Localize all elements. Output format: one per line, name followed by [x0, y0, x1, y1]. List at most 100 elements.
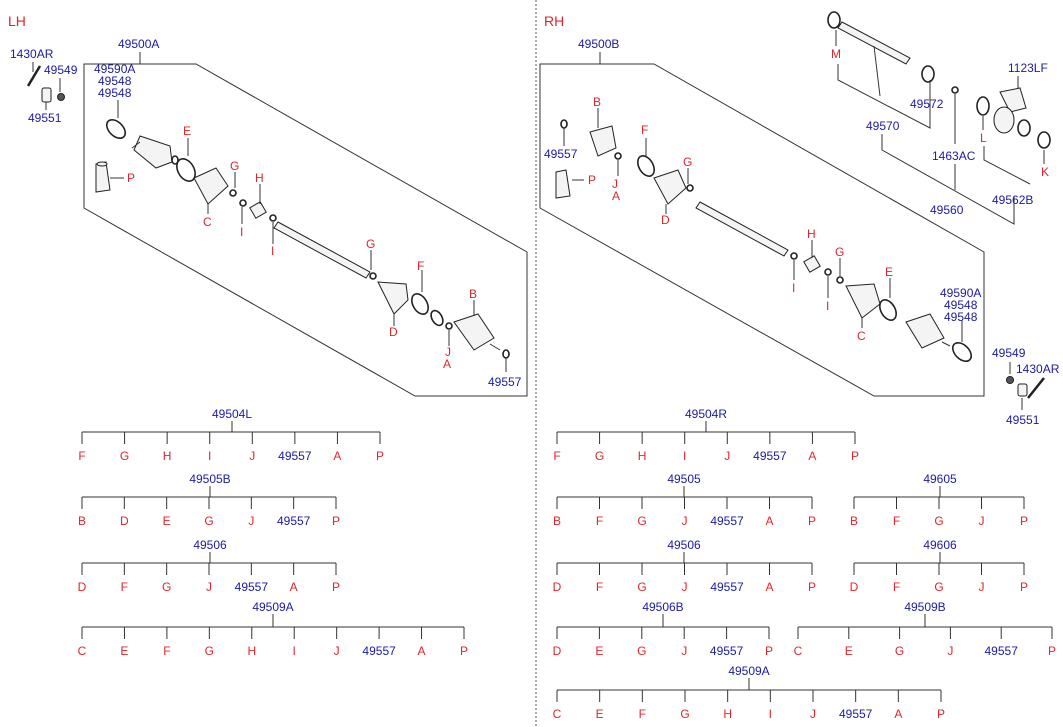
lh-part-j: J — [445, 345, 451, 359]
rh-part-a: A — [612, 189, 620, 203]
kit-item: F — [553, 449, 560, 463]
kit-item: 49557 — [278, 449, 312, 463]
kit-item: A — [765, 580, 773, 594]
kit-item: J — [979, 514, 985, 528]
kit-item: I — [208, 449, 211, 463]
kit-item: G — [895, 644, 904, 658]
kit-item: 49557 — [362, 644, 396, 658]
lh-loose-49551: 49551 — [28, 111, 62, 125]
rh-part-g: G — [683, 155, 692, 169]
rh-part-e: E — [885, 265, 893, 279]
lh-part-i-1: I — [240, 225, 243, 239]
kit-item: E — [595, 644, 603, 658]
kit-item: B — [78, 514, 86, 528]
lh-part-i-2: I — [271, 244, 274, 258]
kit-item: J — [682, 514, 688, 528]
lh-part-49557: 49557 — [488, 375, 522, 389]
kit-item: P — [460, 644, 468, 658]
kit-item: J — [724, 449, 730, 463]
lh-part-p: P — [127, 171, 135, 185]
kit-item: F — [596, 514, 603, 528]
kit-item: G — [637, 644, 646, 658]
lh-part-e: E — [183, 124, 191, 138]
kit-number: 49506B — [642, 600, 683, 614]
kit-item: J — [979, 580, 985, 594]
kit-item: P — [808, 514, 816, 528]
kit-item: P — [376, 449, 384, 463]
lh-part-g-2: G — [366, 237, 375, 251]
rh-part-i-2: I — [826, 299, 829, 313]
rh-part-m: M — [831, 47, 841, 61]
lh-label-49548-a: 49548 — [98, 74, 132, 88]
lh-part-c: C — [203, 215, 212, 229]
lh-assembly: 49500A 1430AR 49549 49551 49590A 49548 4… — [10, 37, 528, 397]
kit-item: F — [121, 580, 128, 594]
rh-assembly-frame — [539, 63, 985, 397]
kit-item: H — [163, 449, 172, 463]
rh-part-f: F — [641, 123, 648, 137]
kit-item: G — [162, 580, 171, 594]
rh-label-49548-b: 49548 — [944, 310, 978, 324]
kit-item: P — [332, 580, 340, 594]
kit-item: A — [333, 449, 341, 463]
rh-part-b: B — [593, 95, 601, 109]
kit-item: 49557 — [235, 580, 269, 594]
kit-item: J — [334, 644, 340, 658]
rh-part-c: C — [857, 329, 866, 343]
kit-item: 49557 — [710, 514, 744, 528]
kit-item: C — [794, 644, 803, 658]
kit-item: P — [1020, 514, 1028, 528]
kit-item: A — [808, 449, 816, 463]
kit-item: J — [947, 644, 953, 658]
kit-item: P — [765, 644, 773, 658]
rh-label-49590a: 49590A — [940, 286, 981, 300]
rh-label-49548-a: 49548 — [944, 298, 978, 312]
kit-item: A — [290, 580, 298, 594]
kit-item: J — [206, 580, 212, 594]
kit-item: 49557 — [985, 644, 1019, 658]
lh-part-d: D — [389, 325, 398, 339]
rh-label-49572: 49572 — [910, 97, 944, 111]
rh-part-j: J — [612, 177, 618, 191]
kit-number: 49505B — [189, 472, 230, 486]
rh-part-l: L — [980, 131, 987, 145]
lh-label-49590a: 49590A — [94, 62, 135, 76]
kit-item: P — [937, 707, 945, 721]
kit-item: H — [723, 707, 732, 721]
rh-loose-49549: 49549 — [992, 346, 1026, 360]
kit-item: E — [120, 644, 128, 658]
lh-label-49548-b: 49548 — [98, 86, 132, 100]
kit-item: G — [205, 644, 214, 658]
kit-item: G — [680, 707, 689, 721]
kit-item: J — [810, 707, 816, 721]
rh-label-49570: 49570 — [866, 119, 900, 133]
lh-loose-49549: 49549 — [44, 63, 78, 77]
lh-assembly-frame — [83, 63, 528, 397]
section-title-rh: RH — [544, 13, 564, 29]
kit-item: H — [638, 449, 647, 463]
kit-item: D — [78, 580, 87, 594]
rh-part-d: D — [661, 213, 670, 227]
kit-number: 49506 — [667, 538, 701, 552]
kit-item: J — [248, 514, 254, 528]
kit-item: G — [637, 580, 646, 594]
kit-item: 49557 — [839, 707, 873, 721]
kit-item: J — [682, 580, 688, 594]
kit-item: P — [1020, 580, 1028, 594]
kit-item: F — [163, 644, 170, 658]
kit-item: F — [639, 707, 646, 721]
kit-number: 49509A — [252, 600, 293, 614]
rh-label-49557: 49557 — [544, 147, 578, 161]
kit-item: P — [1048, 644, 1056, 658]
kit-item: G — [595, 449, 604, 463]
lh-part-f: F — [417, 259, 424, 273]
